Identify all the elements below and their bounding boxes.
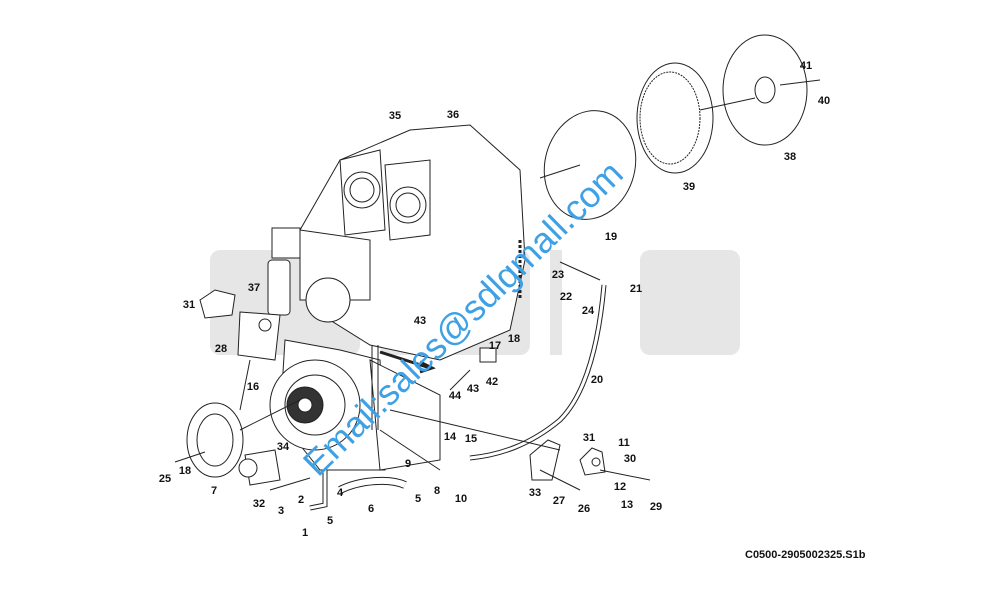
callout: 5 xyxy=(327,515,333,527)
callout: 25 xyxy=(159,473,171,485)
callout: 8 xyxy=(434,485,440,497)
callout: 4 xyxy=(337,487,344,499)
callout: 32 xyxy=(253,498,265,510)
callout: 36 xyxy=(447,109,459,121)
callout: 19 xyxy=(605,231,617,243)
callout: 33 xyxy=(529,487,541,499)
callout: 17 xyxy=(489,340,501,352)
callout: 20 xyxy=(591,374,603,386)
callout: 23 xyxy=(552,269,564,281)
callout: 38 xyxy=(784,151,796,163)
callout: 7 xyxy=(211,485,217,497)
callout: 11 xyxy=(618,437,630,449)
callout: 18 xyxy=(508,333,520,345)
callout: 28 xyxy=(215,343,227,355)
callout: 44 xyxy=(449,390,462,402)
callout: 16 xyxy=(247,381,259,393)
callout: 31 xyxy=(183,299,195,311)
callout: 34 xyxy=(277,441,290,453)
callout: 2 xyxy=(298,494,304,506)
callout-labels: 35 36 41 40 38 39 19 23 21 22 24 17 18 3… xyxy=(159,60,830,539)
callout: 43 xyxy=(414,315,426,327)
callout: 35 xyxy=(389,110,401,122)
callout: 31 xyxy=(583,432,595,444)
callout: 30 xyxy=(624,453,636,465)
callout: 41 xyxy=(800,60,812,72)
callout: 15 xyxy=(465,433,477,445)
callout: 9 xyxy=(405,458,411,470)
callout: 12 xyxy=(614,481,626,493)
callout: 27 xyxy=(553,495,565,507)
transmission-housing xyxy=(174,34,821,511)
callout: 37 xyxy=(248,282,260,294)
drawing-caption: C0500-2905002325.S1b xyxy=(745,549,866,561)
callout: 43 xyxy=(467,383,479,395)
callout: 5 xyxy=(415,493,421,505)
callout: 42 xyxy=(486,376,498,388)
callout: 1 xyxy=(302,527,308,539)
callout: 18 xyxy=(179,465,191,477)
callout: 22 xyxy=(560,291,572,303)
callout: 26 xyxy=(578,503,590,515)
callout: 39 xyxy=(683,181,695,193)
callout: 13 xyxy=(621,499,633,511)
callout: 29 xyxy=(650,501,662,513)
callout: 40 xyxy=(818,95,830,107)
callout: 21 xyxy=(630,283,642,295)
callout: 14 xyxy=(444,431,457,443)
callout: 24 xyxy=(582,305,595,317)
callout: 3 xyxy=(278,505,284,517)
callout: 10 xyxy=(455,493,467,505)
callout: 6 xyxy=(368,503,374,515)
